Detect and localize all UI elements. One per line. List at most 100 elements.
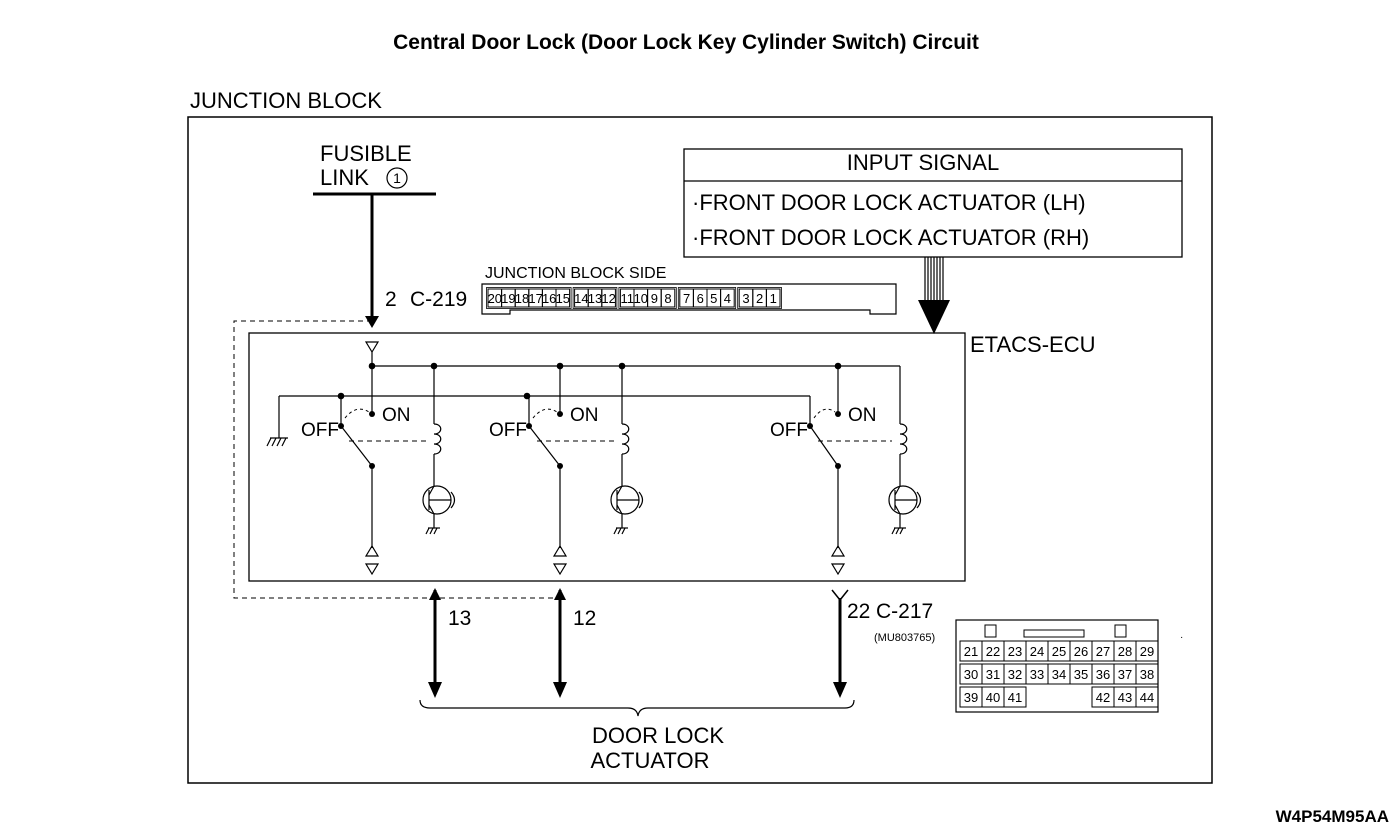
c219-pin-5: 5 [706,288,722,308]
svg-text:38: 38 [1140,667,1154,682]
output-wires: 13 12 22 [428,588,870,698]
svg-text:20: 20 [488,291,502,306]
svg-text:8: 8 [664,291,671,306]
c219-side-label: JUNCTION BLOCK SIDE [485,265,666,282]
pin12-arrow-icon [553,682,567,698]
fusible-link-line2: LINK [320,165,369,190]
c219-pin-16: 16 [541,288,557,308]
c217-pin-28: 28 [1113,640,1137,662]
relay-1-on-label: ON [382,405,411,426]
c217-pin-22: 22 [981,640,1005,662]
svg-text:19: 19 [501,291,515,306]
svg-text:25: 25 [1052,644,1066,659]
svg-text:22: 22 [986,644,1000,659]
actuator-line2: ACTUATOR [591,748,710,773]
input-signal-item-2: ·FRONT DOOR LOCK ACTUATOR (RH) [692,225,1089,250]
c217-part: (MU803765) [874,632,935,644]
pin22-label: 22 [847,600,870,623]
c219-pin-19: 19 [501,288,516,308]
c219-pin-10: 10 [633,288,649,308]
c219-pin-17: 17 [528,288,543,308]
c219-name: C-219 [410,288,467,311]
c217-pin-40: 40 [981,686,1005,708]
svg-text:28: 28 [1118,644,1132,659]
relay-2-off-label: OFF [489,420,527,441]
svg-text:13: 13 [588,291,602,306]
svg-text:30: 30 [964,667,978,682]
svg-text:26: 26 [1074,644,1088,659]
diagram-title: Central Door Lock (Door Lock Key Cylinde… [393,31,979,54]
transistor-icon [610,485,644,535]
pin13-arrow-icon [428,682,442,698]
c219-pin-13: 13 [587,288,603,308]
c219-pin-9: 9 [647,288,662,308]
ecu-box [248,332,966,582]
svg-text:12: 12 [601,291,615,306]
svg-text:7: 7 [683,291,690,306]
svg-text:35: 35 [1074,667,1088,682]
svg-text:6: 6 [697,291,704,306]
svg-text:3: 3 [742,291,749,306]
transistor-icon [888,485,922,535]
svg-text:41: 41 [1008,690,1022,705]
svg-text:4: 4 [724,291,731,306]
c219-pin-6: 6 [692,288,708,308]
svg-text:42: 42 [1096,690,1110,705]
svg-text:21: 21 [964,644,978,659]
c217-name: C-217 [876,600,933,623]
c219-pin-18: 18 [514,288,530,308]
svg-text:10: 10 [634,291,648,306]
svg-text:37: 37 [1118,667,1132,682]
svg-text:31: 31 [986,667,1000,682]
c217-pin-30: 30 [959,663,983,685]
input-signal-header: INPUT SIGNAL [847,150,999,175]
c217-pin-44: 44 [1135,686,1159,708]
svg-text:17: 17 [528,291,542,306]
c219-pin-3: 3 [738,288,754,308]
c219-pin-4: 4 [720,288,735,308]
junction-block-frame [187,116,1213,784]
svg-text:9: 9 [651,291,658,306]
c217-pin-21: 21 [959,640,983,662]
relay-coil-icon [433,423,442,455]
svg-text:27: 27 [1096,644,1110,659]
c217-pin-33: 33 [1025,663,1049,685]
pin12-label: 12 [573,607,596,630]
relay-coil-icon [621,423,630,455]
fusible-link-number-circle [386,167,408,189]
svg-text:36: 36 [1096,667,1110,682]
relay-output-terminal-icon [364,544,380,576]
svg-text:44: 44 [1140,690,1154,705]
c217-pin-25: 25 [1047,640,1071,662]
c219-pin-12: 12 [601,288,616,308]
ecu-dashed-link [233,320,562,599]
fusible-link-number: 1 [393,170,401,186]
c219-pin-14: 14 [574,288,589,308]
c217-pin-42: 42 [1091,686,1115,708]
svg-text:16: 16 [542,291,556,306]
actuator-line1: DOOR LOCK [592,723,724,748]
c217-pin-27: 27 [1091,640,1115,662]
c217-pin-23: 23 [1003,640,1027,662]
svg-text:24: 24 [1030,644,1044,659]
figure-code: W4P54M95AA [1276,807,1389,826]
fusible-link-line1: FUSIBLE [320,141,412,166]
relay-3-off-label: OFF [770,420,808,441]
svg-text:33: 33 [1030,667,1044,682]
c217-pin-34: 34 [1047,663,1071,685]
svg-text:5: 5 [710,291,717,306]
c217-pin-29: 29 [1135,640,1159,662]
svg-text:15: 15 [556,291,570,306]
relay-output-terminal-icon [552,544,568,576]
actuator-brace [419,699,855,717]
input-signal-box: INPUT SIGNAL ·FRONT DOOR LOCK ACTUATOR (… [683,148,1183,334]
fusible-link-arrow-icon [365,316,379,328]
pin13-label: 13 [448,607,471,630]
pin22-arrow-icon [833,682,847,698]
relay-output-terminal-icon [830,544,846,576]
